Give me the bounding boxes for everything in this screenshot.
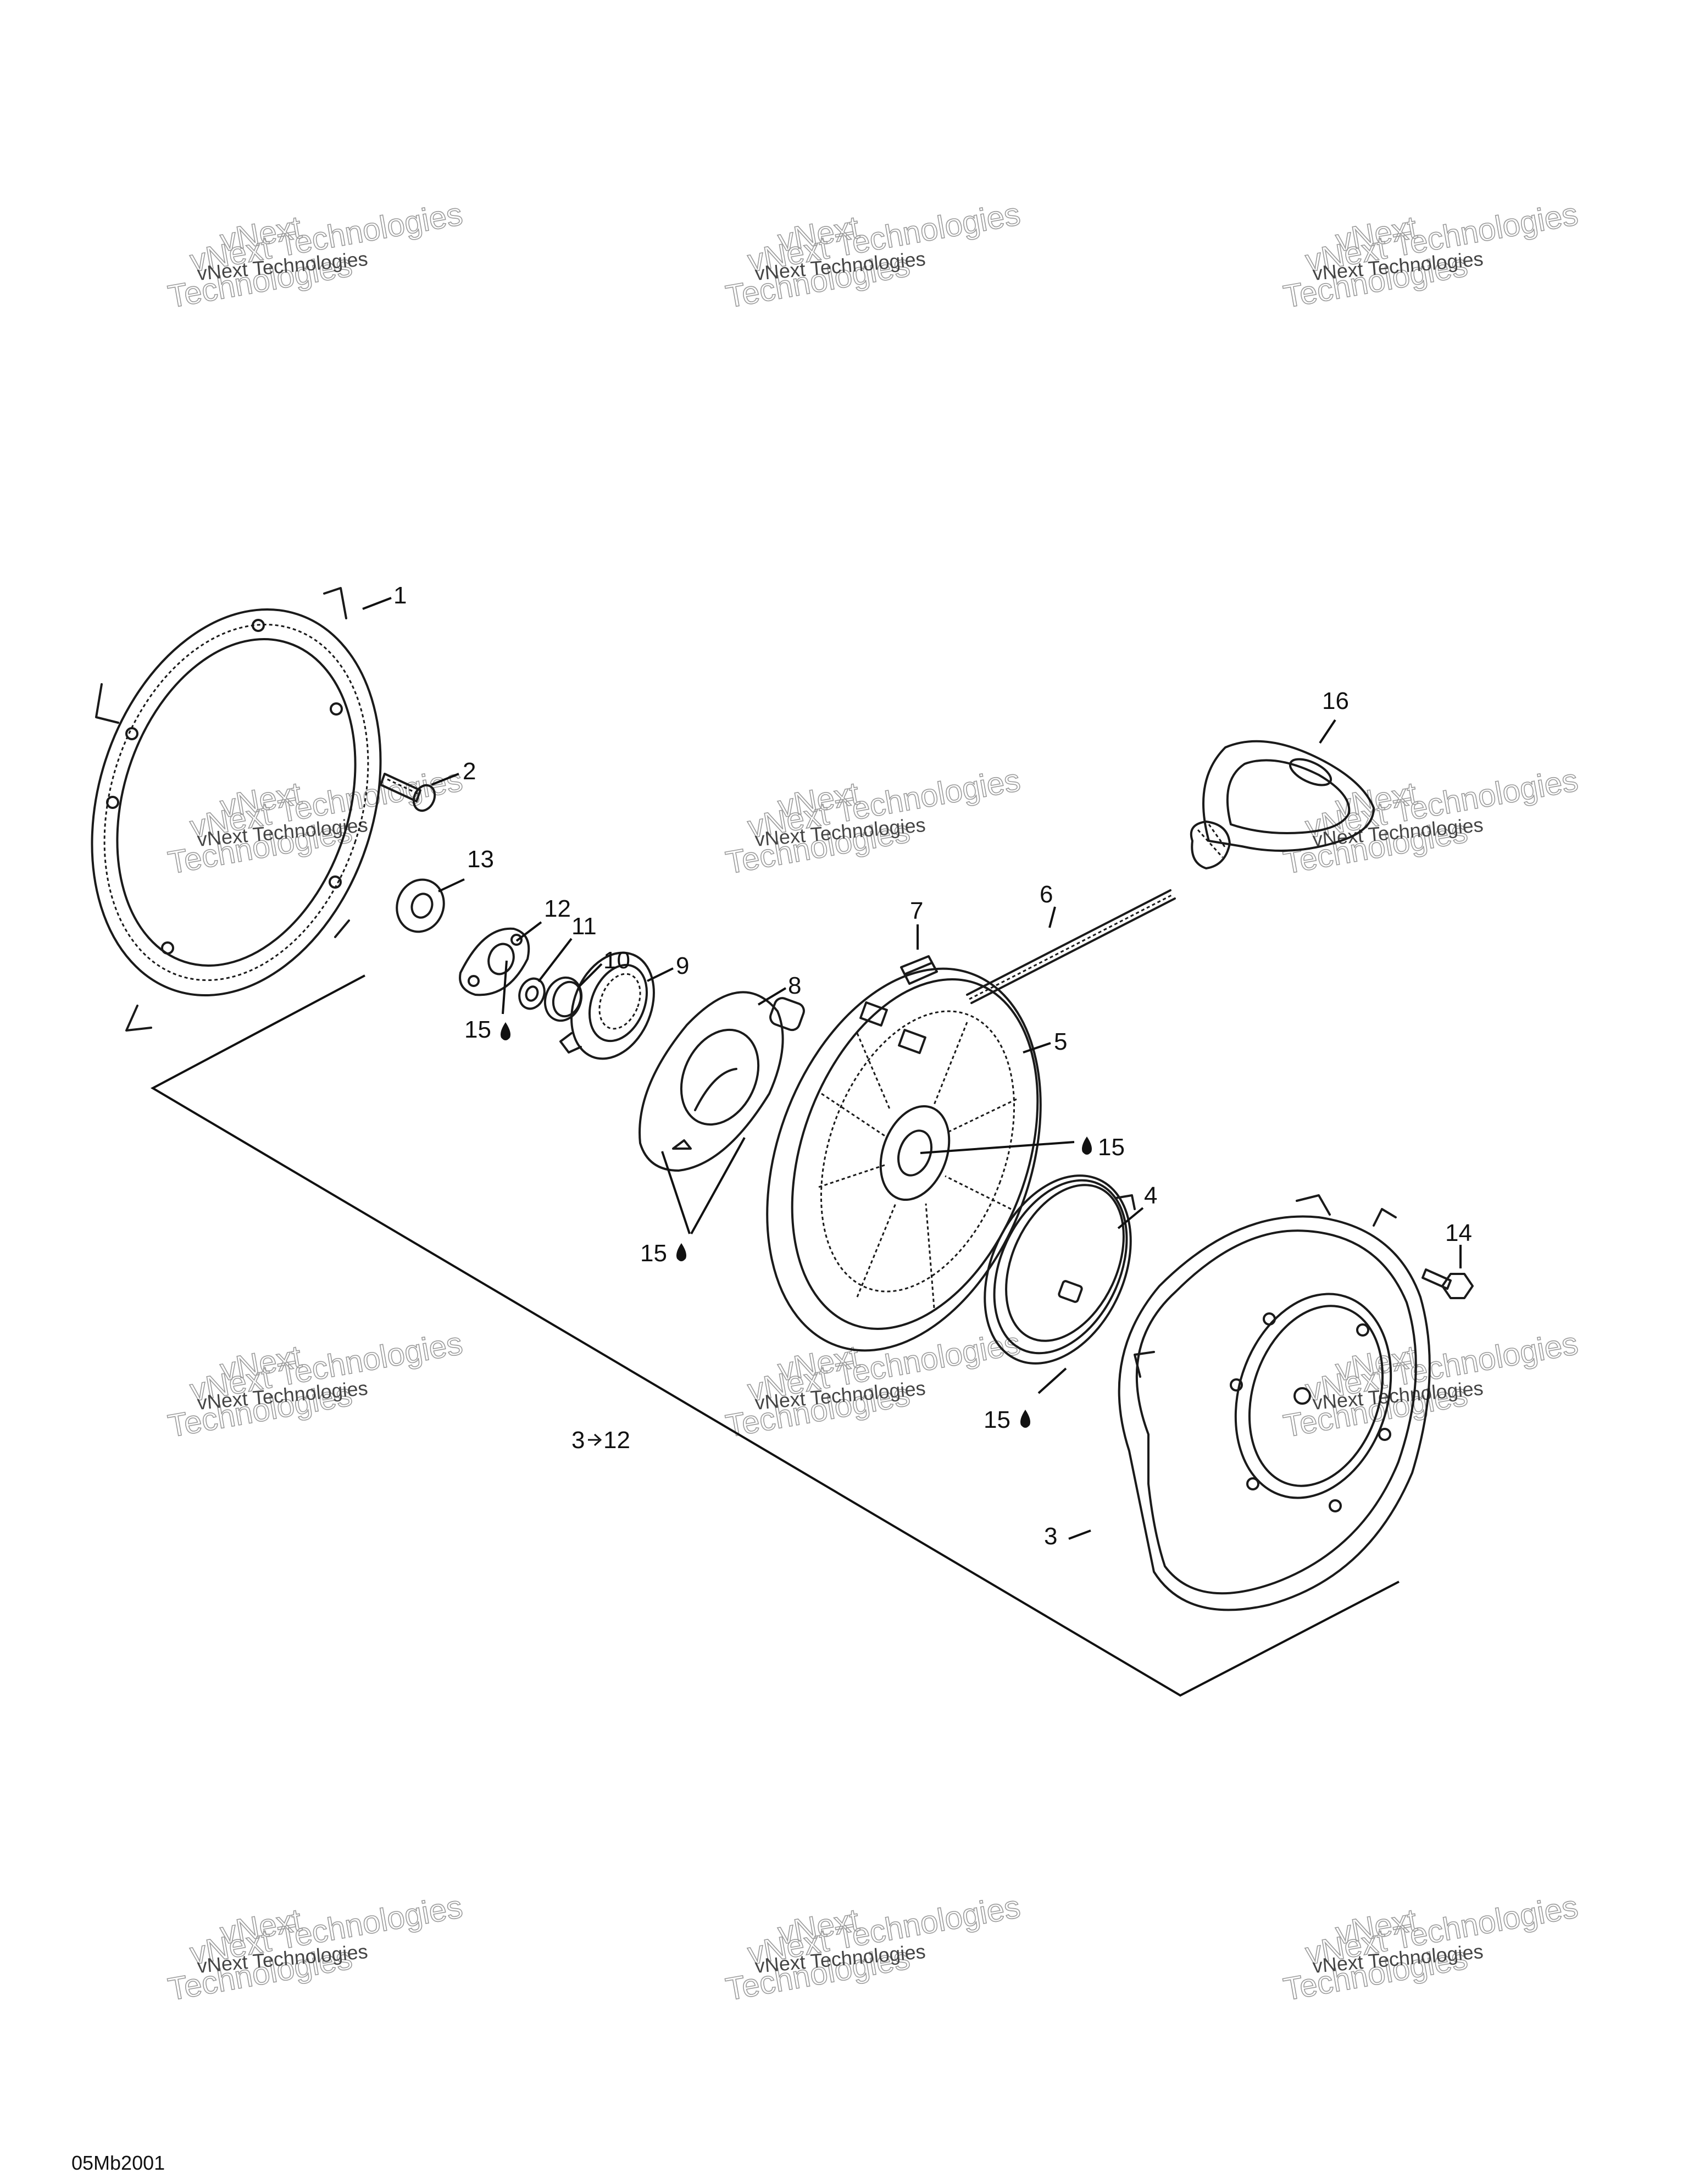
callout-11: 11 (571, 913, 597, 940)
part-14-screw (1422, 1268, 1474, 1299)
leader-lines (362, 597, 1462, 1540)
subassembly-end: 12 (603, 1427, 630, 1454)
lube-callout-1: 15 (464, 1016, 491, 1043)
callout-numbers: 1 2 3 4 5 6 7 8 9 10 11 12 13 14 16 (393, 582, 1472, 1550)
callout-7: 7 (910, 897, 923, 924)
oil-drop-icon (1082, 1137, 1092, 1155)
subassembly-bracket (150, 974, 1400, 1697)
part-5-pulley (766, 967, 1042, 1352)
part-11-washer (518, 977, 546, 1010)
part-8-pawl-plate (638, 991, 805, 1172)
subassembly-start: 3 (571, 1427, 585, 1454)
callout-8: 8 (788, 972, 801, 999)
callout-14: 14 (1445, 1220, 1472, 1246)
part-12-plate (459, 927, 530, 996)
lube-callout-2: 15 (640, 1240, 667, 1267)
part-4-recoil-spring (984, 1174, 1136, 1365)
oil-drop-icon (1020, 1410, 1030, 1428)
part-10-bushing (543, 976, 583, 1022)
part-16-handle (1190, 740, 1375, 869)
oil-drop-icon (676, 1243, 686, 1261)
part-1-housing-ring (91, 587, 382, 1032)
part-9-ratchet (559, 951, 655, 1060)
callout-4: 4 (1144, 1182, 1157, 1209)
callout-16: 16 (1322, 688, 1349, 714)
callout-13: 13 (467, 846, 494, 873)
callout-12: 12 (544, 895, 571, 922)
arrow-icon (588, 1433, 602, 1446)
lubricant-callouts: 15 15 15 15 (464, 1016, 1125, 1433)
callout-6: 6 (1040, 881, 1053, 908)
callout-1: 1 (393, 582, 407, 609)
callout-9: 9 (676, 952, 689, 979)
part-3-starter-housing (1118, 1194, 1431, 1611)
callout-5: 5 (1054, 1028, 1067, 1055)
part-13-lock-nut (396, 878, 445, 933)
subassembly-label: 3 12 (571, 1427, 630, 1454)
part-7-key (900, 955, 938, 985)
callout-2: 2 (463, 758, 476, 785)
callout-3: 3 (1044, 1523, 1057, 1550)
part-2-bolt (380, 773, 436, 812)
part-6-rope (966, 889, 1176, 1004)
lube-callout-3: 15 (1098, 1134, 1125, 1161)
oil-drop-icon (501, 1022, 510, 1040)
diagram-id: 05Mb2001 (71, 2152, 165, 2174)
callout-10: 10 (603, 947, 630, 974)
lube-callout-4: 15 (984, 1406, 1010, 1433)
